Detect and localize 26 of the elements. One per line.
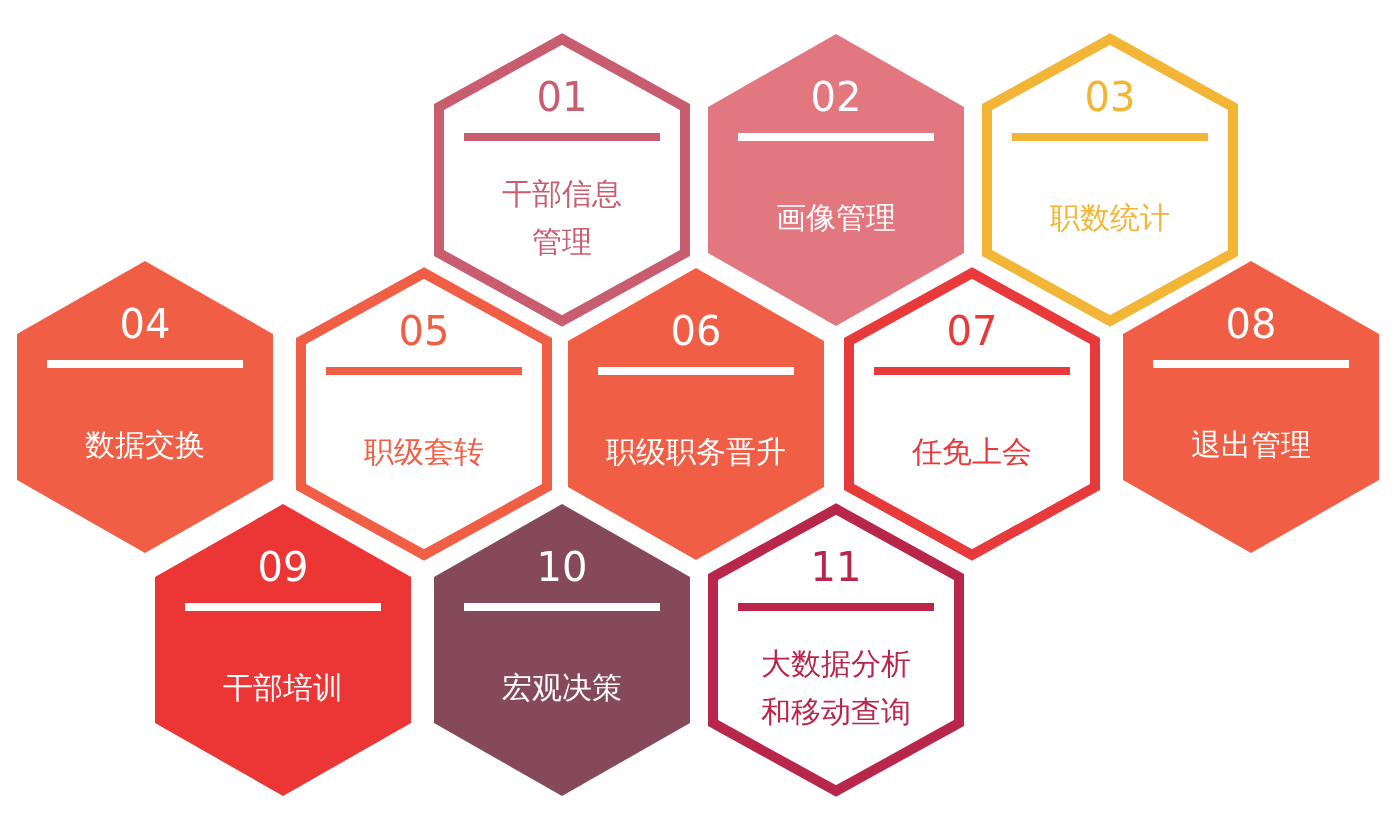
hexagon-node	[155, 504, 411, 796]
step-label: 任免上会	[912, 433, 1032, 471]
step-label: 干部培训	[223, 669, 343, 707]
hexagon-node	[434, 504, 690, 796]
step-number: 06	[669, 308, 723, 354]
step-label: 画像管理	[776, 199, 896, 237]
step-number: 10	[535, 544, 589, 590]
hexagon-node	[708, 504, 964, 796]
step-number: 07	[945, 308, 999, 354]
step-number: 04	[118, 301, 172, 347]
hexagon-node	[1123, 261, 1379, 553]
step-number: 05	[397, 308, 451, 354]
step-label: 宏观决策	[502, 669, 622, 707]
step-number: 11	[809, 544, 863, 590]
step-number: 01	[535, 74, 589, 120]
step-number: 02	[809, 74, 863, 120]
step-label: 大数据分析和移动查询	[760, 645, 912, 731]
step-number: 03	[1083, 74, 1137, 120]
step-label: 职级职务晋升	[606, 433, 786, 471]
step-label: 职数统计	[1050, 199, 1170, 237]
step-label: 退出管理	[1191, 426, 1311, 464]
step-label: 职级套转	[364, 433, 484, 471]
step-label: 干部信息管理	[501, 175, 623, 261]
step-label: 数据交换	[85, 426, 205, 464]
step-number: 09	[256, 544, 310, 590]
step-number: 08	[1224, 301, 1278, 347]
